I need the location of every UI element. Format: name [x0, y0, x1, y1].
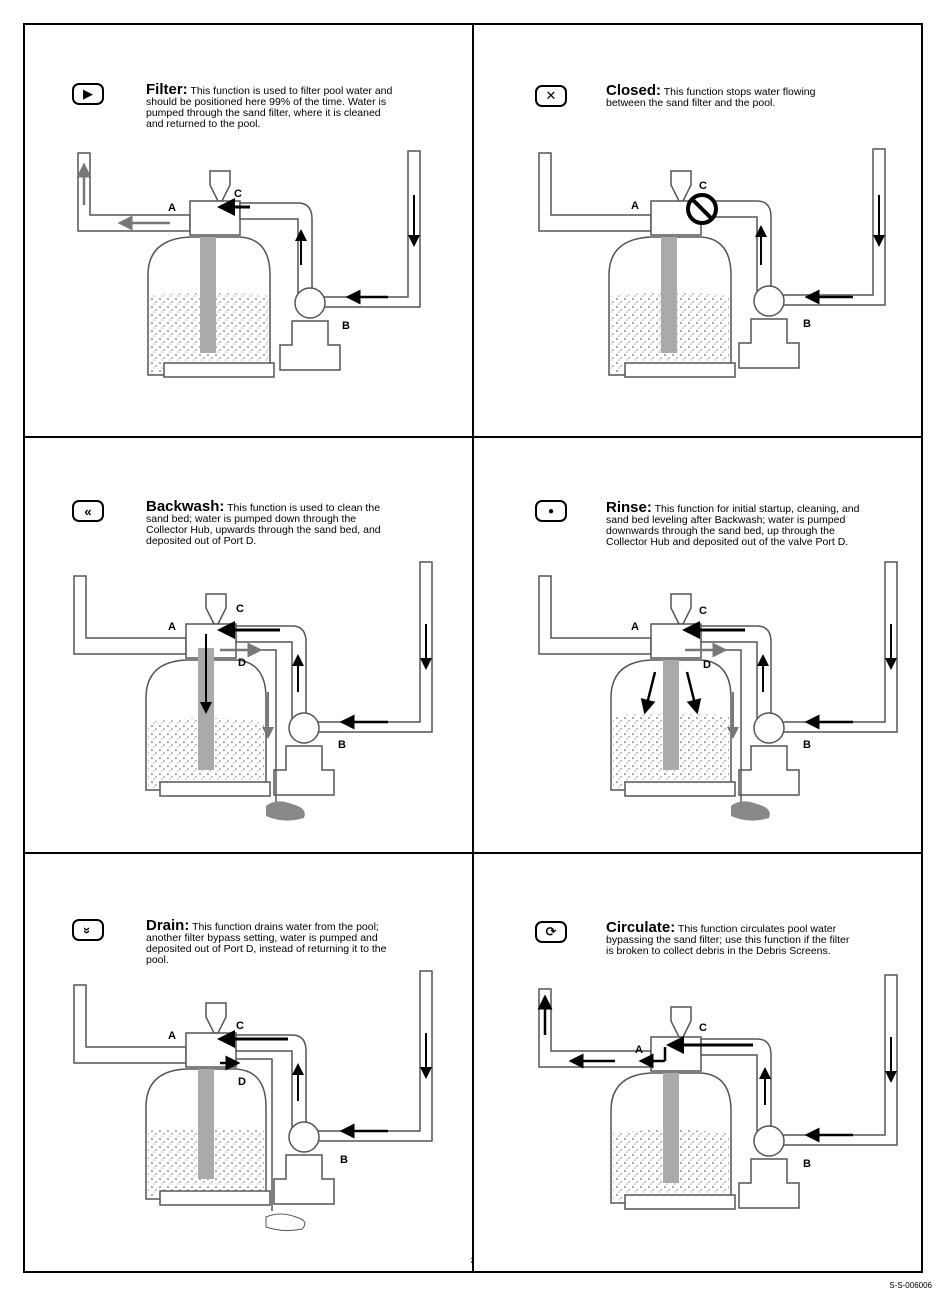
label-b: B: [803, 1158, 811, 1170]
label-c: C: [236, 603, 244, 615]
filter-diagram: A C B: [76, 150, 421, 378]
label-c: C: [699, 605, 707, 617]
row-divider-1: [23, 436, 923, 438]
column-divider: [472, 23, 474, 1273]
label-c: C: [699, 1022, 707, 1034]
rinse-title: Rinse:: [606, 499, 652, 516]
label-d: D: [238, 1076, 246, 1088]
label-c: C: [236, 1020, 244, 1032]
label-b: B: [803, 318, 811, 330]
label-c: C: [234, 188, 242, 200]
circulate-diagram: A C B: [537, 974, 898, 1210]
drain-description: Drain: This function drains water from t…: [146, 917, 391, 966]
drop-icon: ●: [535, 500, 567, 522]
label-a: A: [635, 1044, 643, 1056]
label-b: B: [803, 739, 811, 751]
label-c: C: [699, 180, 707, 192]
play-icon: ▶: [72, 83, 104, 105]
label-d: D: [238, 657, 246, 669]
label-d: D: [703, 659, 711, 671]
label-b: B: [338, 739, 346, 751]
backwash-diagram: A C D B: [73, 561, 433, 821]
label-b: B: [340, 1154, 348, 1166]
label-b: B: [342, 320, 350, 332]
closed-diagram: A C B: [538, 148, 886, 378]
closed-title: Closed:: [606, 82, 662, 99]
page-number: 7: [470, 1258, 474, 1265]
backwash-title: Backwash:: [146, 498, 225, 515]
rinse-diagram: A C D B: [538, 561, 898, 821]
closed-text: This function stops water flowing betwee…: [606, 86, 816, 109]
label-a: A: [168, 1030, 176, 1042]
rinse-description: Rinse: This function for initial startup…: [606, 499, 866, 548]
filter-text: This function is used to filter pool wat…: [146, 85, 393, 130]
label-a: A: [168, 202, 176, 214]
backwash-description: Backwash: This function is used to clean…: [146, 498, 391, 547]
drain-title: Drain:: [146, 917, 190, 934]
label-a: A: [168, 621, 176, 633]
drain-text: This function drains water from the pool…: [146, 921, 387, 966]
filter-title: Filter:: [146, 81, 188, 98]
circulate-text: This function circulates pool water bypa…: [606, 923, 850, 957]
double-down-icon: »: [72, 919, 104, 941]
close-icon: ✕: [535, 85, 567, 107]
backwash-text: This function is used to clean the sand …: [146, 502, 381, 547]
document-code: S-S-006006: [889, 1281, 932, 1290]
row-divider-2: [23, 852, 923, 854]
drain-diagram: A C D B: [73, 970, 433, 1232]
label-a: A: [631, 200, 639, 212]
double-left-icon: «: [72, 500, 104, 522]
label-a: A: [631, 621, 639, 633]
circulate-title: Circulate:: [606, 919, 676, 936]
closed-description: Closed: This function stops water flowin…: [606, 82, 846, 109]
circulate-icon: ⟳: [535, 921, 567, 943]
rinse-text: This function for initial startup, clean…: [606, 503, 860, 548]
circulate-description: Circulate: This function circulates pool…: [606, 919, 856, 957]
filter-description: Filter: This function is used to filter …: [146, 81, 396, 130]
